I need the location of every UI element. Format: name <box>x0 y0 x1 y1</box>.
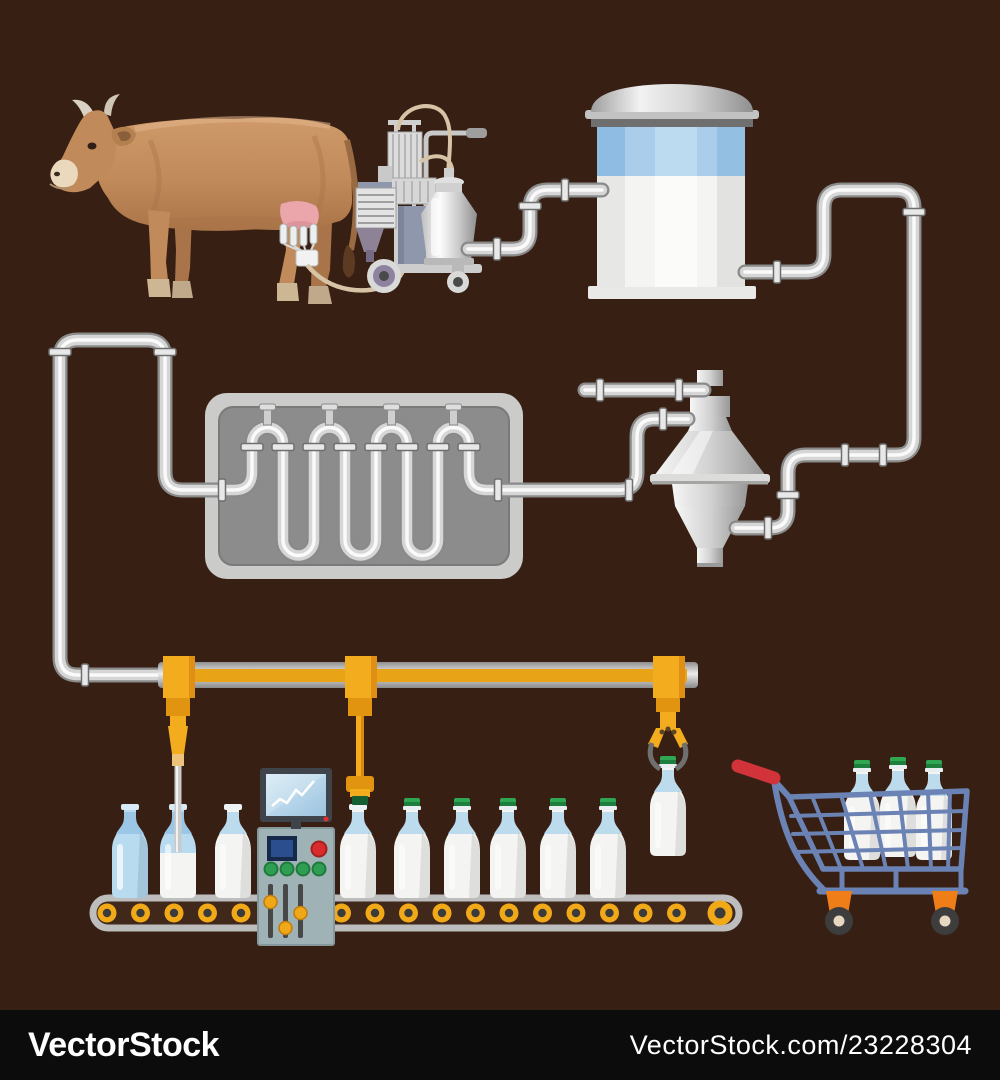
stop-button[interactable] <box>310 840 328 858</box>
bottle-full-open <box>215 804 251 898</box>
watermark-bar: VectorStock VectorStock.com/23228304 <box>0 1010 1000 1080</box>
cow-hoof <box>308 286 332 304</box>
separator-lip <box>650 474 770 483</box>
shopping-cart <box>731 757 970 935</box>
control-panel <box>257 768 335 946</box>
cart-bottles <box>844 757 952 860</box>
cow-ear-inner <box>117 131 131 142</box>
gripper-claw <box>674 742 689 772</box>
separator-neck-top <box>697 370 723 386</box>
monitor-power-led <box>323 816 329 822</box>
bottle-capped <box>490 798 526 898</box>
separator-stem-edge <box>697 563 723 567</box>
conveyor <box>89 894 743 932</box>
separator-stem <box>697 548 723 566</box>
tank-glass-panel <box>597 126 625 176</box>
milking-cluster <box>279 223 319 267</box>
separator-highlight <box>670 431 713 476</box>
separator-lip-shade <box>652 481 768 485</box>
cow-belly-shade <box>150 216 320 230</box>
cart-wheel-large <box>367 259 401 293</box>
bottle-row <box>112 756 686 898</box>
hose <box>396 104 452 173</box>
cow-mouth <box>49 183 69 190</box>
separator-upper-cone <box>654 431 766 476</box>
cow-eye <box>87 142 97 150</box>
separator-band <box>672 484 748 506</box>
cow-hip-shade <box>311 135 326 215</box>
bottle-capped <box>540 798 576 898</box>
panel-display-inner <box>271 840 293 857</box>
separator-neck <box>690 396 730 417</box>
cart-wheel <box>931 891 959 935</box>
conveyor-rollers <box>97 900 733 926</box>
tank-glass-panel <box>655 126 697 176</box>
cow-hoof <box>147 279 171 297</box>
storage-tank <box>585 84 759 299</box>
bottle-empty <box>112 804 148 898</box>
tank-base <box>588 286 756 299</box>
milk-production-illustration <box>48 84 970 946</box>
tank-dome <box>591 84 753 112</box>
filling-gantry <box>158 656 698 698</box>
cow-shoulder-shade <box>147 139 162 216</box>
pulsator-unit <box>378 131 437 205</box>
bottle-capped <box>394 798 430 898</box>
filler-tube-highlight <box>176 766 178 852</box>
filler-nozzle <box>172 754 184 766</box>
cow-udder <box>280 200 319 229</box>
gantry-mount <box>163 656 685 698</box>
gripper-arm <box>647 698 689 772</box>
tank-brim <box>585 110 759 119</box>
cart-support <box>771 777 827 893</box>
cart-handle[interactable] <box>731 759 781 785</box>
monitor <box>260 768 332 829</box>
bottle-lifted <box>650 756 686 856</box>
cow-tail-tuft <box>342 245 356 278</box>
tank-glass-panel <box>717 126 745 176</box>
vacuum-pump <box>355 182 397 262</box>
held-cap <box>352 796 368 805</box>
brand-watermark: VectorStock <box>28 1025 220 1064</box>
gripper-claw <box>647 742 662 772</box>
separator-lower-cone <box>675 506 745 548</box>
bottle-capped <box>590 798 626 898</box>
panel-sliders[interactable] <box>263 884 308 938</box>
separator-shoulder <box>688 417 732 431</box>
handle-grip <box>466 128 487 138</box>
cart-body-shade <box>398 206 404 268</box>
cart-wheel <box>825 891 853 935</box>
cow-hoof <box>277 283 299 301</box>
bottle-being-capped <box>340 804 376 898</box>
cow-hoof <box>172 281 193 298</box>
gantry-rail-band <box>163 669 687 682</box>
machine-handle <box>423 130 470 262</box>
tank-panel <box>655 176 697 287</box>
credit-watermark: VectorStock.com/23228304 <box>629 1029 972 1060</box>
cow-nostril <box>54 171 60 177</box>
cow-front-leg <box>148 210 170 280</box>
cow-muzzle <box>50 159 78 188</box>
capper-arm <box>346 698 374 805</box>
monitor-screen <box>266 774 326 816</box>
tank-rim <box>591 118 753 127</box>
cow-far-front-leg <box>174 214 192 282</box>
cow <box>49 94 412 304</box>
frame-bar <box>388 120 421 125</box>
monitor-stand <box>291 820 301 829</box>
milking-machine <box>355 104 487 293</box>
cow-back-highlight <box>134 116 331 132</box>
cart-wheel-small <box>447 264 469 293</box>
panel-buttons[interactable] <box>263 861 327 877</box>
cart-posts <box>839 866 964 894</box>
bottle-capped <box>444 798 480 898</box>
screen-chart-line <box>271 780 315 807</box>
separator <box>650 370 770 567</box>
filler-arm <box>166 698 190 852</box>
cow-horn <box>104 94 120 116</box>
